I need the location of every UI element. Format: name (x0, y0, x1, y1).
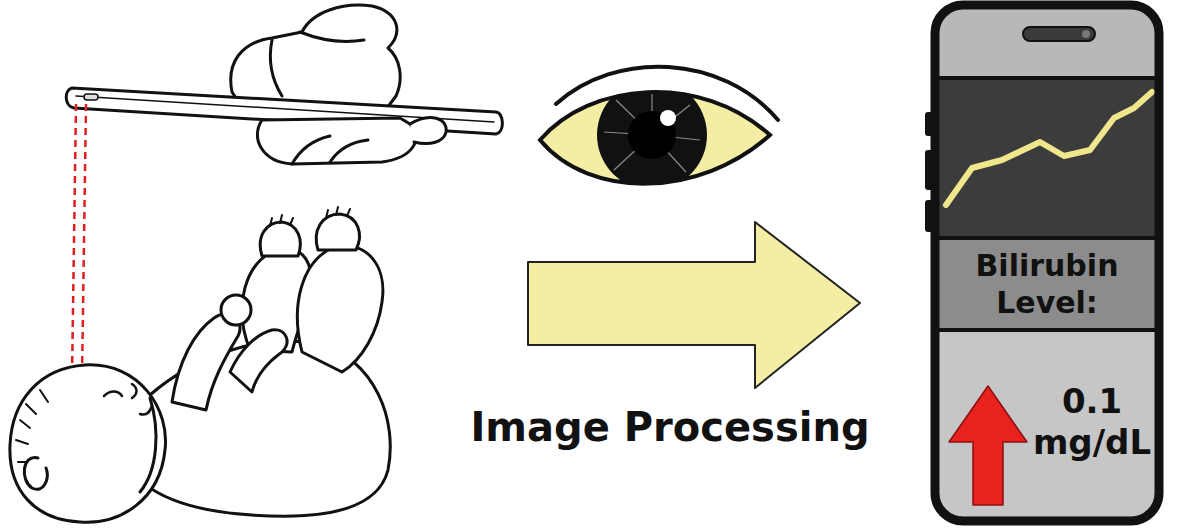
baby-eye (104, 392, 122, 397)
chart-line (946, 92, 1152, 205)
hand-palm (257, 118, 415, 164)
eye-highlight (660, 110, 676, 126)
baby-foot (260, 222, 300, 256)
value-heading: Bilirubin Level: (947, 248, 1147, 321)
hand-finger (270, 40, 282, 96)
value-panel (939, 330, 1155, 516)
hand-thumb (410, 118, 446, 144)
panel-divider (935, 236, 1159, 240)
camera-beam (82, 104, 86, 378)
baby-hand (221, 295, 251, 325)
value-reading: 0.1 mg/dL (1032, 381, 1152, 464)
hand-finger (292, 136, 330, 164)
baby-ear (24, 458, 47, 490)
baby-foot (316, 214, 359, 250)
value-panel-box: 0.1 mg/dL (1030, 334, 1154, 510)
phone-frame (935, 5, 1159, 521)
increase-arrow (949, 386, 1027, 505)
eye-pupil (628, 111, 676, 159)
baby-hair (16, 390, 48, 462)
eye-outline (540, 92, 770, 184)
baby-arm (172, 314, 240, 410)
label-panel-box: Bilirubin Level: (941, 242, 1153, 328)
phone-lens (84, 94, 98, 100)
step-label: Image Processing (470, 404, 869, 450)
process-arrow (528, 222, 860, 388)
phone-camera (1082, 30, 1090, 38)
baby-nose (132, 384, 137, 398)
baby-mouth (140, 406, 152, 415)
label-panel (939, 238, 1155, 330)
baby-toes (270, 207, 350, 226)
eyelid-crease (556, 67, 778, 120)
onesie-collar (140, 398, 156, 492)
baby-head (10, 365, 166, 522)
hand-finger (330, 140, 368, 162)
baby-leg (297, 246, 382, 372)
phone-speaker (1023, 27, 1095, 41)
hand-finger (300, 32, 364, 42)
chart-screen (939, 78, 1155, 238)
panel-divider (935, 76, 1159, 80)
panel-divider (935, 328, 1159, 332)
hand-back (231, 5, 400, 112)
phone-body (935, 5, 1159, 521)
camera-beam (72, 104, 76, 378)
baby-arm (230, 330, 287, 392)
